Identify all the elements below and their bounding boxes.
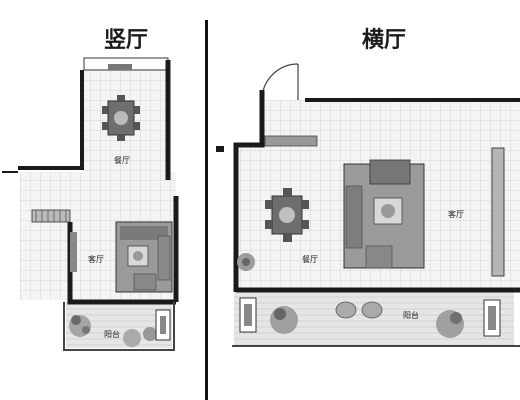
left-wall-upper bbox=[18, 70, 84, 170]
side-plant-right bbox=[237, 253, 255, 271]
dining-label-right: 餐厅 bbox=[302, 255, 318, 264]
balcony-label-right: 阳台 bbox=[403, 310, 419, 320]
door-swing bbox=[261, 63, 299, 101]
center-divider bbox=[205, 20, 208, 400]
balcony-label-left: 阳台 bbox=[104, 329, 120, 339]
balcony-rail bbox=[63, 302, 175, 351]
horizontal-hall-title: 横厅 bbox=[362, 28, 407, 53]
tv-cabinet-right bbox=[491, 147, 505, 277]
dining-label-left: 餐厅 bbox=[114, 156, 130, 165]
window-sill bbox=[108, 64, 132, 70]
dining-table-right bbox=[265, 188, 309, 242]
entry-stairs bbox=[31, 209, 71, 223]
sofa-set-right bbox=[343, 159, 425, 269]
tv-cabinet-left bbox=[70, 232, 77, 272]
living-label-left: 客厅 bbox=[88, 254, 104, 264]
living-label-right: 客厅 bbox=[448, 209, 464, 219]
sofa-set-left bbox=[115, 221, 173, 293]
left-wall-right-plan bbox=[233, 90, 265, 292]
balcony-items-right bbox=[239, 297, 501, 338]
wall-stub bbox=[216, 146, 224, 152]
vertical-hall-plan: 餐厅 客厅 阳台 bbox=[2, 57, 179, 351]
vertical-hall-title: 竖厅 bbox=[104, 28, 149, 53]
horizontal-hall-plan: 餐厅 客厅 bbox=[216, 63, 520, 347]
dining-table-left bbox=[102, 95, 140, 141]
balcony-plants-left bbox=[69, 309, 171, 347]
entry-cabinet bbox=[264, 135, 318, 147]
